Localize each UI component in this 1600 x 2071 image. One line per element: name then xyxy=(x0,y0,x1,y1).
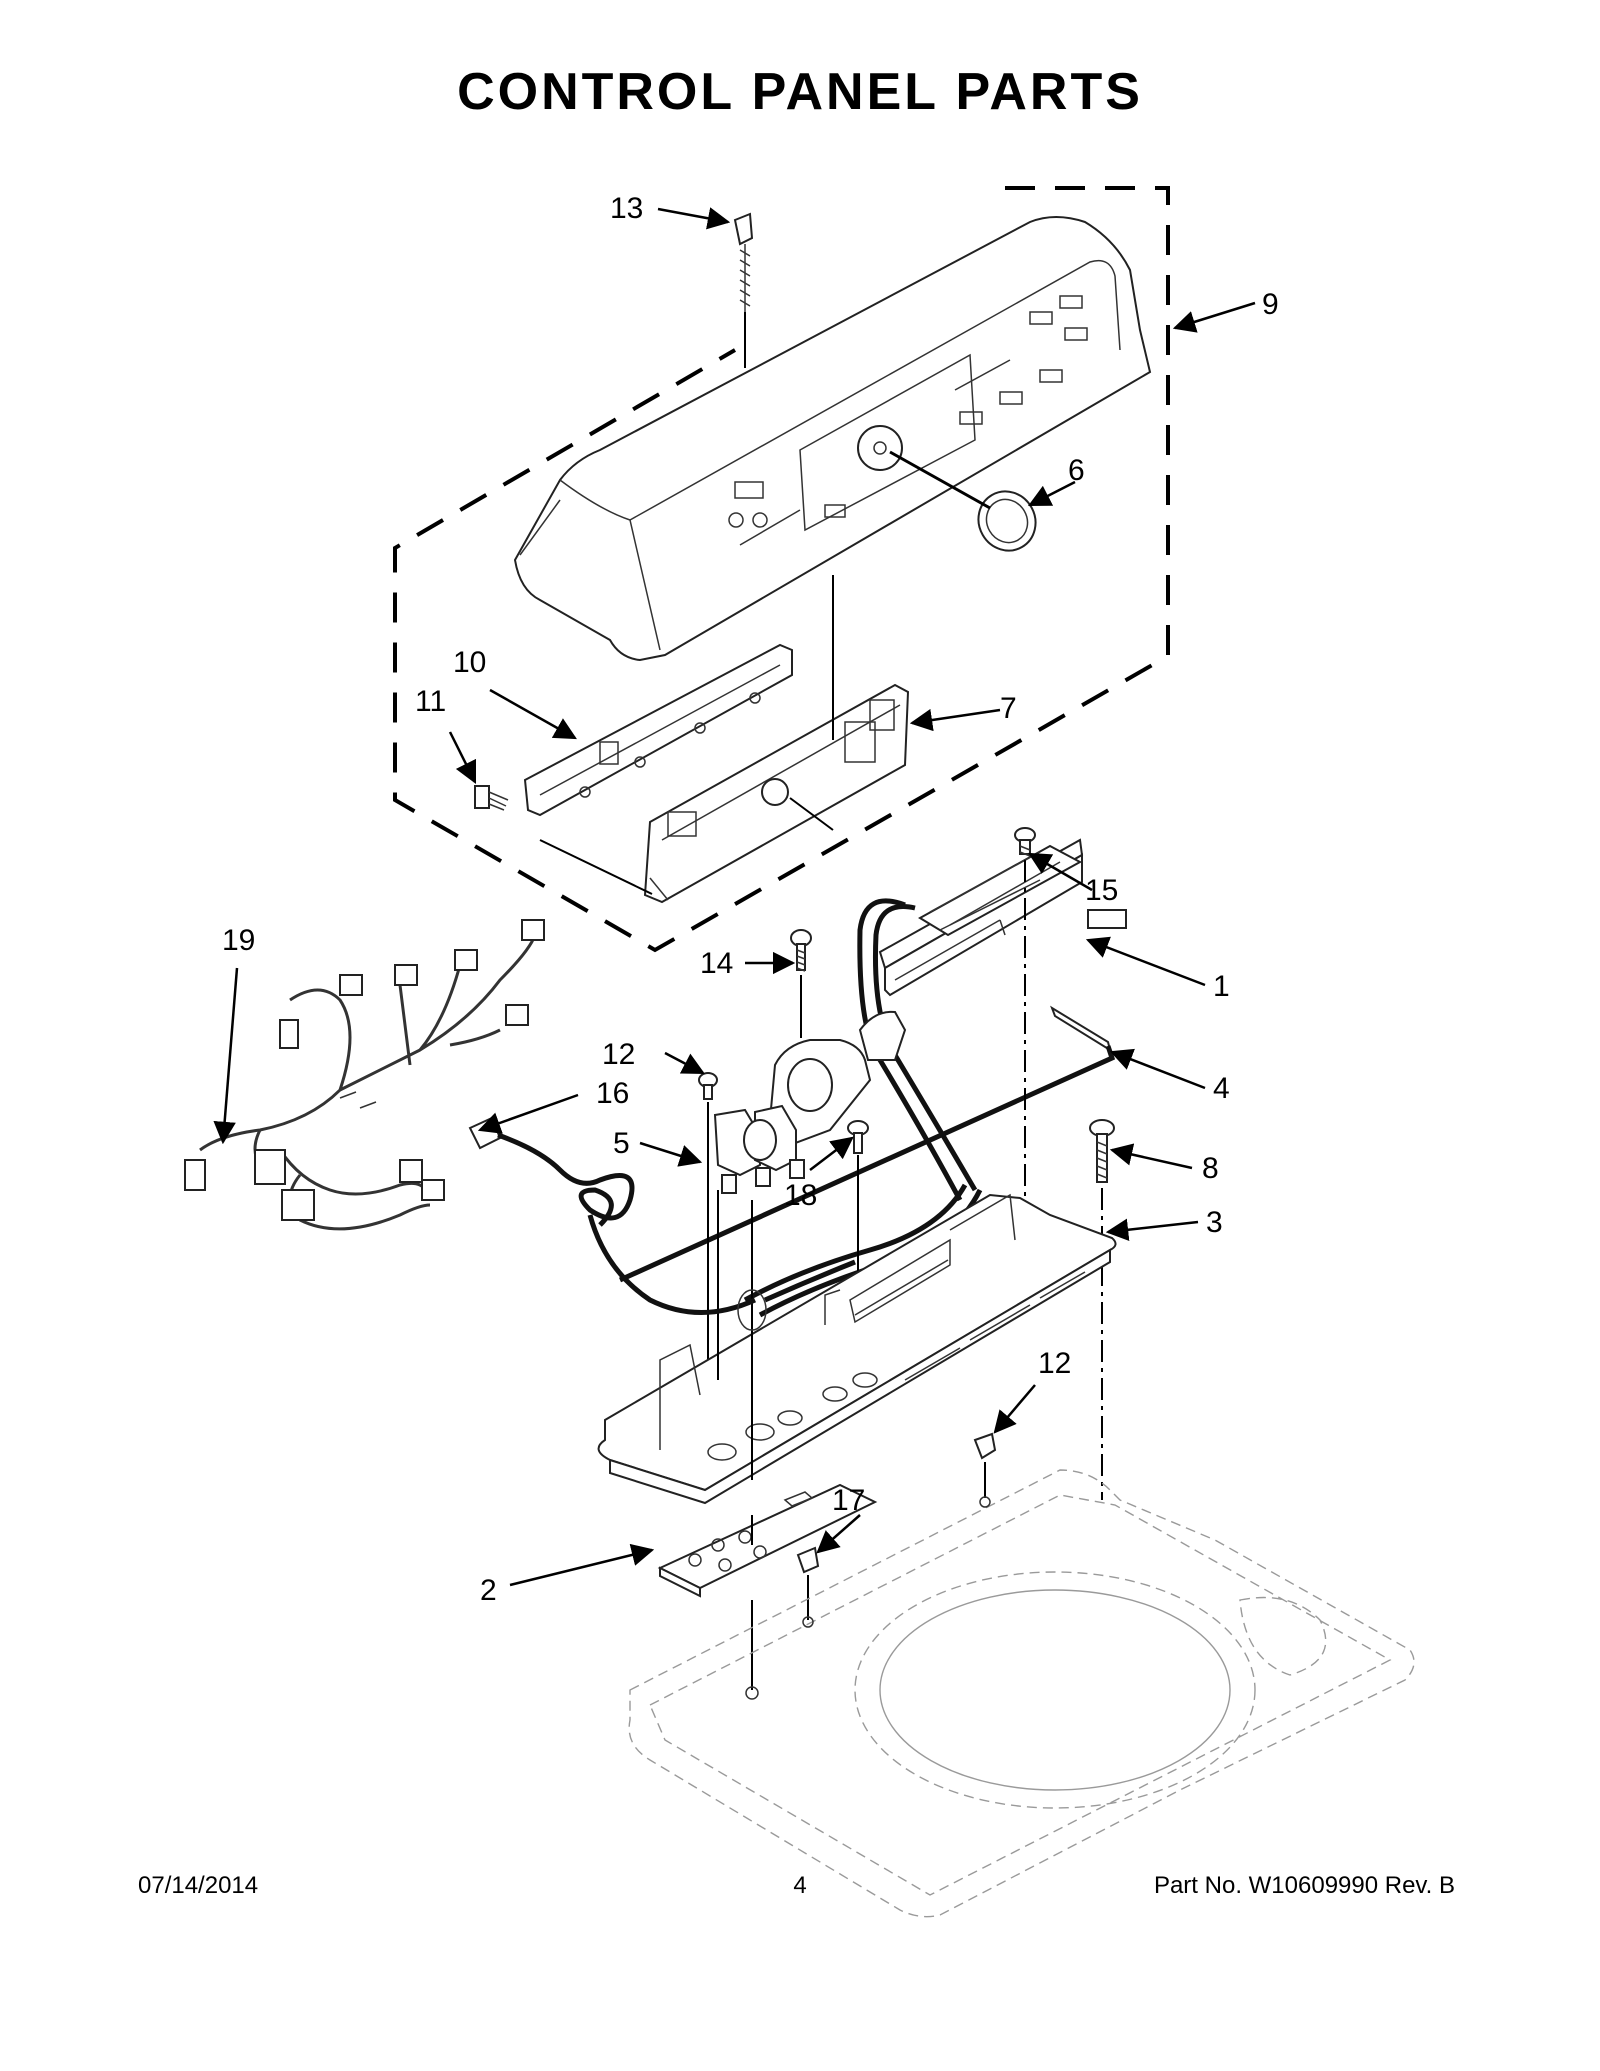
wire-harness xyxy=(184,919,545,1231)
callout-5: 5 xyxy=(613,1127,630,1160)
mounting-plate xyxy=(657,1483,878,1598)
knob xyxy=(889,450,1037,552)
callout-11: 11 xyxy=(415,685,446,718)
console-panel xyxy=(513,216,1152,662)
ui-board xyxy=(643,683,910,904)
screw-14-lower xyxy=(790,929,812,972)
top-cabinet xyxy=(628,1469,1415,1918)
callout-9: 9 xyxy=(1262,288,1279,321)
callout-14-top: 13 xyxy=(610,192,643,225)
callout-4: 4 xyxy=(1213,1072,1230,1105)
callout-labels: 13 9 6 7 10 11 15 19 1 14 4 12 16 5 18 8… xyxy=(222,192,1279,1607)
console-base xyxy=(597,1193,1117,1505)
callout-14-lower: 14 xyxy=(700,947,733,980)
callout-10: 10 xyxy=(453,646,486,679)
screw-11 xyxy=(474,785,509,811)
clip-17 xyxy=(796,1546,820,1574)
screw-18 xyxy=(847,1120,869,1154)
footer-page-number: 4 xyxy=(793,1872,807,1899)
callout-19: 19 xyxy=(222,924,255,957)
screw-8 xyxy=(1089,1119,1115,1183)
footer-part-number: Part No. W10609990 Rev. B xyxy=(1153,1872,1455,1899)
callout-16: 16 xyxy=(596,1077,629,1110)
water-valve xyxy=(713,1010,907,1194)
callout-1: 1 xyxy=(1213,970,1230,1003)
callout-12: 12 xyxy=(1038,1347,1071,1380)
screw-13 xyxy=(698,1072,718,1100)
callout-18: 18 xyxy=(784,1179,817,1212)
footer-date: 07/14/2014 xyxy=(138,1872,259,1899)
clip-12 xyxy=(973,1432,997,1460)
callout-8: 8 xyxy=(1202,1152,1219,1185)
bracket xyxy=(523,643,793,817)
screw-14-top xyxy=(733,212,754,312)
callout-6: 6 xyxy=(1068,454,1085,487)
callout-13: 12 xyxy=(602,1038,635,1071)
callout-17: 17 xyxy=(832,1484,865,1517)
screw-15 xyxy=(1014,827,1036,857)
callout-15: 15 xyxy=(1085,874,1118,907)
page-title: CONTROL PANEL PARTS xyxy=(457,63,1143,121)
callout-2: 2 xyxy=(480,1574,497,1607)
callout-3: 3 xyxy=(1206,1206,1223,1239)
callout-7: 7 xyxy=(1000,692,1017,725)
main-control xyxy=(878,838,1127,997)
console-assembly-boundary xyxy=(393,186,1170,953)
leader-lines xyxy=(213,207,1256,1587)
